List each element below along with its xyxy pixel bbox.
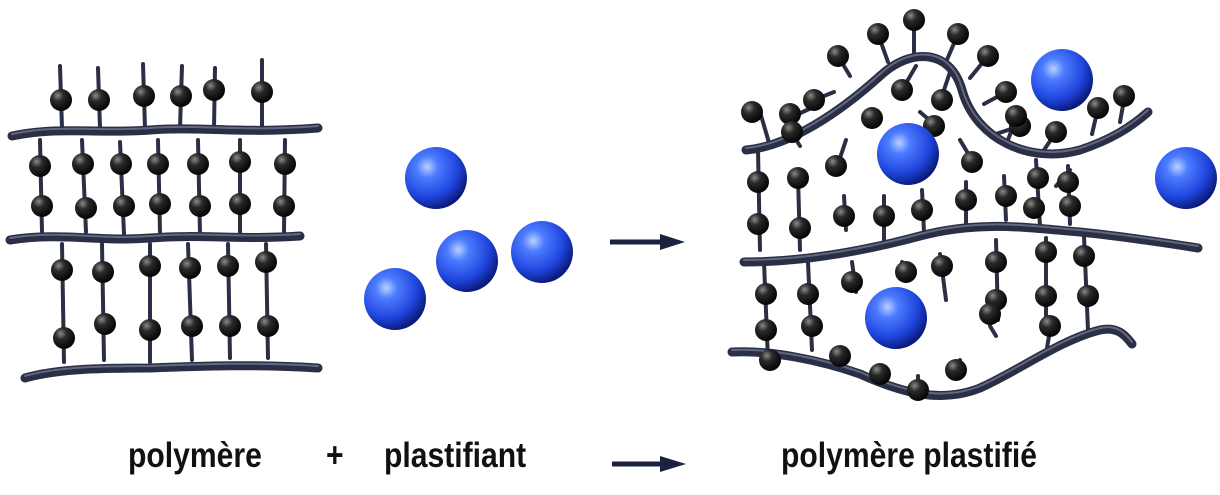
polymer-main-chains-highlight [9,125,319,377]
plasticized-polymer-structure [727,9,1203,401]
plasticized-main-chains-highlight [731,53,1199,395]
plasticizer-sphere [364,268,426,330]
plasticizer-sphere [877,123,939,185]
plasticizer-sphere [405,147,467,209]
label-plus: + [326,436,344,475]
polymer-main-chains [5,123,323,383]
plasticizer-sphere [436,230,498,292]
reaction-arrow-top [610,234,685,250]
label-plasticizer: plastifiant [384,436,527,475]
label-plasticized-polymer: polymère plastifié [781,436,1037,475]
plasticizer-sphere [865,287,927,349]
polymer-structure [5,58,323,383]
embedded-plasticizer-spheres [865,49,1217,349]
plasticized-beads [741,9,1135,401]
plasticizer-spheres [364,147,573,330]
plasticizer-sphere [1031,49,1093,111]
label-polymer: polymère [128,436,262,475]
polymer-beads [29,79,296,349]
plasticizer-sphere [511,221,573,283]
plasticizer-sphere [1155,147,1217,209]
reaction-arrow-bottom [612,456,686,472]
